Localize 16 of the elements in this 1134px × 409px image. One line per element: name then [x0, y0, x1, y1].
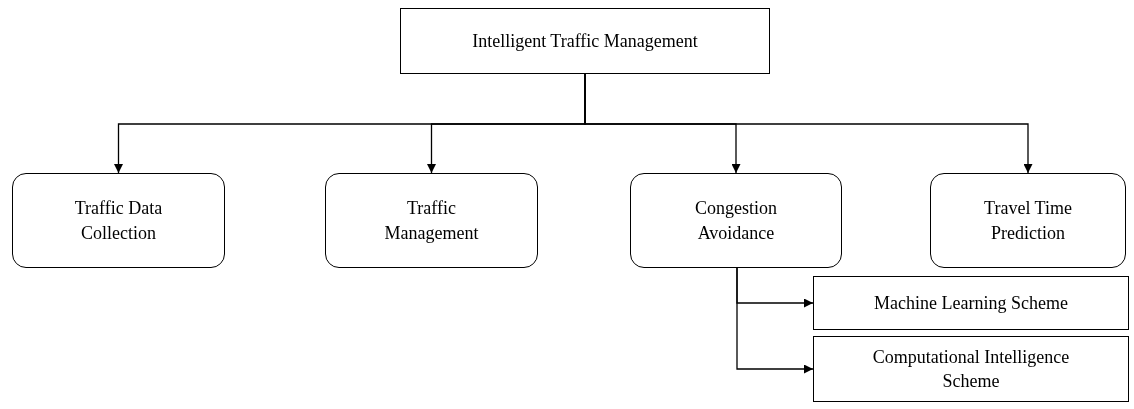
- arrow: [584, 73, 1033, 174]
- box-label: Traffic Data Collection: [73, 197, 164, 245]
- process-box: [12, 173, 225, 268]
- box-label: Computational Intelligence Scheme: [871, 345, 1071, 393]
- box-label: Travel Time Prediction: [983, 197, 1073, 245]
- process-box: [400, 8, 770, 74]
- process-box: [930, 173, 1126, 268]
- process-box: [325, 173, 538, 268]
- process-box: [630, 173, 842, 268]
- process-box: [813, 336, 1129, 402]
- box-label: Machine Learning Scheme: [874, 291, 1068, 315]
- box-label: Intelligent Traffic Management: [472, 29, 698, 53]
- box-label: Congestion Avoidance: [694, 197, 778, 245]
- box-label: Traffic Management: [383, 197, 480, 245]
- arrow: [736, 267, 814, 374]
- process-box: [813, 276, 1129, 330]
